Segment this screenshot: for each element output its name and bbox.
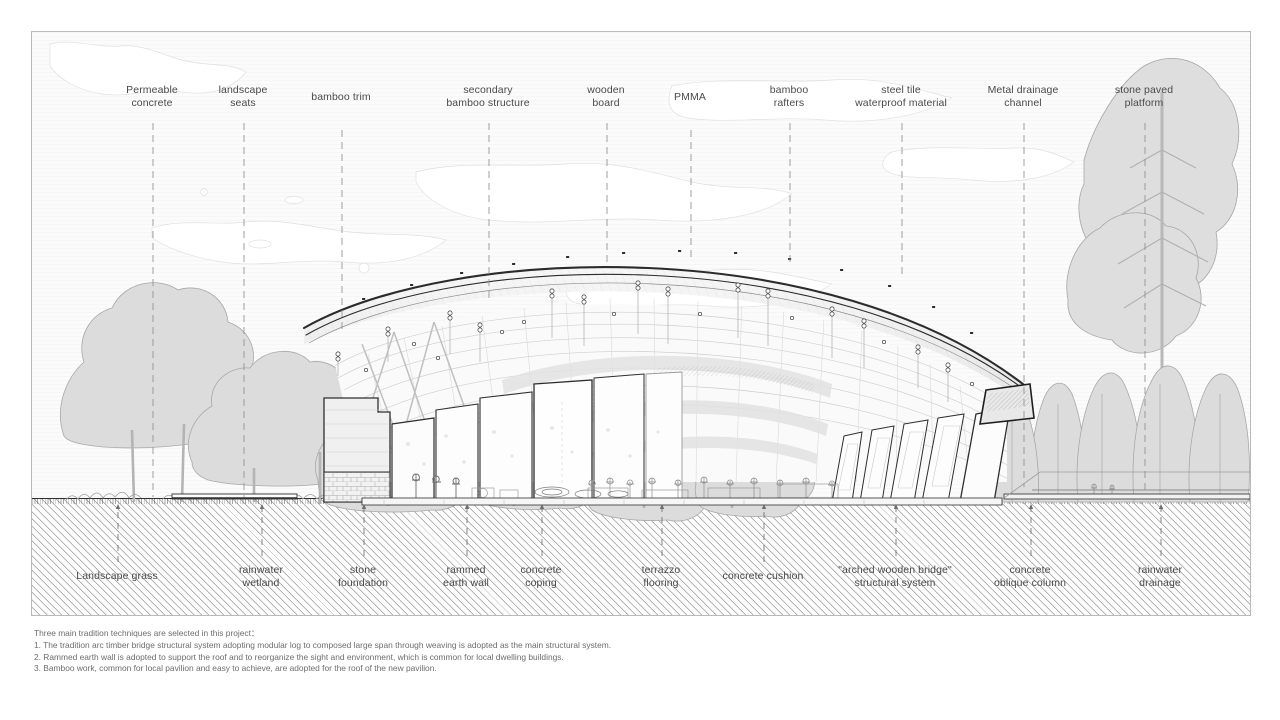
left-abutment	[323, 397, 391, 503]
label-steel-tile-waterproof-material: steel tile waterproof material	[855, 84, 947, 109]
label-terrazzo-flooring: terrazzo flooring	[641, 564, 681, 589]
label-rainwater-wetland: rainwater wetland	[238, 564, 284, 589]
label-bamboo-trim: bamboo trim	[311, 91, 371, 103]
label-secondary-bamboo-structure: secondary bamboo structure	[446, 84, 530, 109]
label-bamboo-rafters: bamboo rafters	[769, 84, 809, 109]
label-stone-foundation: stone foundation	[337, 564, 389, 589]
caption-line-1: 1. The tradition arc timber bridge struc…	[34, 639, 612, 650]
caption-line-2: 2. Rammed earth wall is adopted to suppo…	[34, 651, 564, 662]
label-concrete-cushion: concrete cushion	[722, 570, 804, 582]
label-permeable-concrete: Permeable concrete	[126, 84, 178, 109]
caption-block: Three main tradition techniques are sele…	[34, 628, 1034, 675]
label-concrete-coping: concrete coping	[520, 564, 562, 589]
caption-heading: Three main tradition techniques are sele…	[34, 628, 260, 638]
leader-lines-top	[152, 123, 1146, 497]
oblique-column-group	[831, 383, 1035, 503]
label-rainwater-drainage: rainwater drainage	[1137, 564, 1183, 589]
tree-group-right	[987, 58, 1250, 503]
leader-lines-bottom	[115, 504, 1164, 562]
section-drawing-frame	[31, 31, 1251, 616]
label-arched-wooden-bridge-structural-system: "arched wooden bridge" structural system	[838, 564, 952, 589]
label-pmma: PMMA	[674, 91, 706, 103]
label-landscape-grass: Landscape grass	[76, 570, 158, 582]
label-rammed-earth-wall: rammed earth wall	[443, 564, 489, 589]
ground-detail-group	[171, 471, 1250, 506]
label-landscape-seats: landscape seats	[218, 84, 268, 109]
label-stone-paved-platform: stone paved platform	[1114, 84, 1174, 109]
label-wooden-board: wooden board	[587, 84, 625, 109]
label-metal-drainage-channel: Metal drainage channel	[987, 84, 1059, 109]
caption-line-3: 3. Bamboo work, common for local pavilio…	[34, 663, 437, 674]
rafter-connector-group	[335, 280, 997, 424]
label-concrete-oblique-column: concrete oblique column	[993, 564, 1067, 589]
section-illustration	[49, 41, 1250, 562]
